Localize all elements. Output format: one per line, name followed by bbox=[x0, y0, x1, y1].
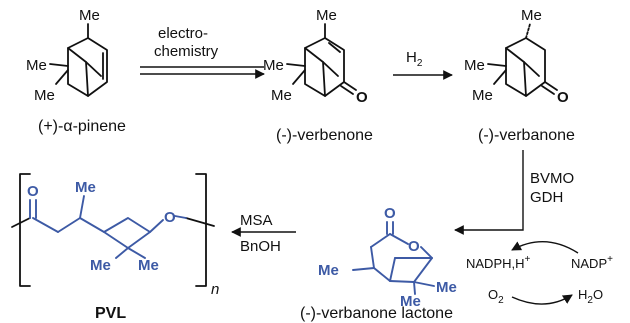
cofactor-o2: O2 bbox=[488, 287, 504, 306]
pvl-polymer-structure: O Me O Me Me n bbox=[11, 173, 219, 298]
cofactor-arrow-top bbox=[511, 241, 579, 254]
pvl-ring-oxygen: O bbox=[164, 209, 176, 226]
lactone-me-right: Me bbox=[436, 279, 457, 296]
lactone-me-bottom: Me bbox=[400, 293, 421, 310]
reagent-bnoh: BnOH bbox=[240, 238, 281, 255]
arrow-step3 bbox=[454, 150, 524, 235]
lactone-me-left: Me bbox=[318, 262, 339, 279]
reagent-gdh: GDH bbox=[530, 189, 563, 206]
alpha-pinene-structure: Me Me Me bbox=[26, 7, 108, 104]
verbanone-me-left2: Me bbox=[472, 87, 493, 104]
label-verbanone: (-)-verbanone bbox=[478, 127, 575, 144]
reagent-chemistry: chemistry bbox=[154, 43, 219, 60]
verbanone-lactone-structure: O O Me Me Me bbox=[318, 205, 457, 310]
pinene-me-top: Me bbox=[79, 7, 100, 24]
verbanone-oxygen: O bbox=[557, 89, 569, 106]
reagent-electro: electro- bbox=[158, 25, 208, 42]
label-alpha-pinene: (+)-α-pinene bbox=[38, 118, 126, 135]
label-verbanone-lactone: (-)-verbanone lactone bbox=[300, 305, 453, 322]
verbenone-me-top: Me bbox=[316, 7, 337, 24]
verbenone-me-left1: Me bbox=[263, 57, 284, 74]
cofactor-h2o: H2O bbox=[578, 287, 603, 306]
reagent-msa: MSA bbox=[240, 212, 273, 229]
pinene-me-left1: Me bbox=[26, 57, 47, 74]
lactone-ring-oxygen: O bbox=[408, 238, 420, 255]
cofactor-nadp: NADP+ bbox=[571, 254, 613, 271]
cofactor-arrow-bottom bbox=[511, 294, 573, 305]
cofactor-nadph: NADPH,H+ bbox=[466, 254, 531, 271]
verbenone-structure: Me Me Me O bbox=[263, 7, 368, 106]
label-verbenone: (-)-verbenone bbox=[276, 127, 373, 144]
verbanone-me-left1: Me bbox=[464, 57, 485, 74]
pvl-me-top: Me bbox=[75, 179, 96, 196]
pvl-carbonyl-oxygen: O bbox=[27, 183, 39, 200]
verbanone-structure: Me Me Me O bbox=[464, 7, 569, 106]
reagent-h2: H2 bbox=[406, 49, 423, 69]
reagent-bvmo: BVMO bbox=[530, 170, 574, 187]
pvl-repeat-n: n bbox=[211, 281, 219, 298]
verbanone-me-top: Me bbox=[521, 7, 542, 24]
verbenone-me-left2: Me bbox=[271, 87, 292, 104]
pinene-me-left2: Me bbox=[34, 87, 55, 104]
verbenone-oxygen: O bbox=[356, 89, 368, 106]
label-pvl: PVL bbox=[95, 305, 126, 322]
lactone-carbonyl-oxygen: O bbox=[384, 205, 396, 222]
pvl-me-left: Me bbox=[90, 257, 111, 274]
pvl-me-right: Me bbox=[138, 257, 159, 274]
